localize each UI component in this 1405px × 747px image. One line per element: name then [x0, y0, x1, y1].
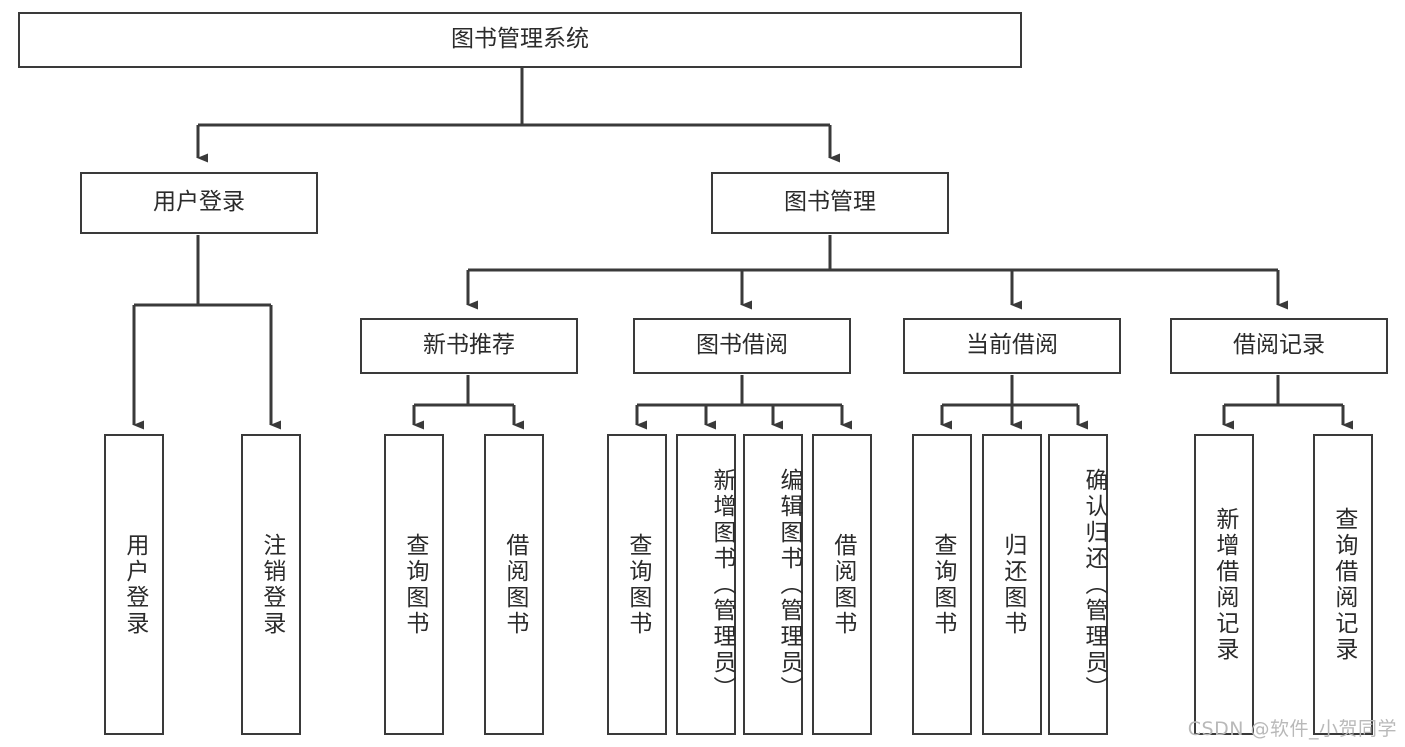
node-leaf-edit-book-admin-label: 编辑图书（管理员）	[776, 467, 802, 702]
node-new-book-recommend-label: 新书推荐	[423, 332, 515, 359]
node-borrow-record-label: 借阅记录	[1233, 332, 1325, 359]
node-leaf-confirm-return-admin-label: 确认归还（管理员）	[1081, 467, 1107, 702]
node-leaf-add-borrow-record[interactable]: 新增借阅记录	[1194, 434, 1254, 735]
node-root-label: 图书管理系统	[451, 26, 589, 53]
watermark: CSDN @软件_小贺同学	[1187, 718, 1397, 740]
node-leaf-user-login-label: 用户登录	[121, 532, 148, 637]
node-leaf-borrow-book-recommend-label: 借阅图书	[501, 532, 528, 637]
node-leaf-borrow-book[interactable]: 借阅图书	[812, 434, 872, 735]
node-leaf-query-book-recommend[interactable]: 查询图书	[384, 434, 444, 735]
node-user-login-label: 用户登录	[153, 189, 245, 216]
node-leaf-borrow-book-label: 借阅图书	[829, 532, 856, 637]
node-book-management[interactable]: 图书管理	[711, 172, 949, 234]
node-leaf-logout[interactable]: 注销登录	[241, 434, 301, 735]
node-leaf-query-book-recommend-label: 查询图书	[401, 532, 428, 637]
node-current-borrow[interactable]: 当前借阅	[903, 318, 1121, 374]
node-leaf-add-book-admin-label: 新增图书（管理员）	[709, 467, 735, 702]
node-leaf-add-book-admin[interactable]: 新增图书（管理员）	[676, 434, 736, 735]
node-leaf-query-book-borrow-label: 查询图书	[624, 532, 651, 637]
node-leaf-logout-label: 注销登录	[258, 532, 285, 637]
node-borrow-record[interactable]: 借阅记录	[1170, 318, 1388, 374]
node-leaf-query-borrow-record[interactable]: 查询借阅记录	[1313, 434, 1373, 735]
node-leaf-query-book-current-label: 查询图书	[929, 532, 956, 637]
node-leaf-return-book-label: 归还图书	[999, 532, 1026, 637]
node-leaf-return-book[interactable]: 归还图书	[982, 434, 1042, 735]
node-book-borrow-label: 图书借阅	[696, 332, 788, 359]
node-root[interactable]: 图书管理系统	[18, 12, 1022, 68]
node-leaf-query-book-borrow[interactable]: 查询图书	[607, 434, 667, 735]
node-leaf-user-login[interactable]: 用户登录	[104, 434, 164, 735]
node-book-borrow[interactable]: 图书借阅	[633, 318, 851, 374]
node-leaf-query-borrow-record-label: 查询借阅记录	[1330, 506, 1357, 663]
node-leaf-add-borrow-record-label: 新增借阅记录	[1211, 506, 1238, 663]
node-leaf-edit-book-admin[interactable]: 编辑图书（管理员）	[743, 434, 803, 735]
node-new-book-recommend[interactable]: 新书推荐	[360, 318, 578, 374]
node-book-management-label: 图书管理	[784, 189, 876, 216]
node-leaf-confirm-return-admin[interactable]: 确认归还（管理员）	[1048, 434, 1108, 735]
node-user-login[interactable]: 用户登录	[80, 172, 318, 234]
node-leaf-query-book-current[interactable]: 查询图书	[912, 434, 972, 735]
node-leaf-borrow-book-recommend[interactable]: 借阅图书	[484, 434, 544, 735]
node-current-borrow-label: 当前借阅	[966, 332, 1058, 359]
